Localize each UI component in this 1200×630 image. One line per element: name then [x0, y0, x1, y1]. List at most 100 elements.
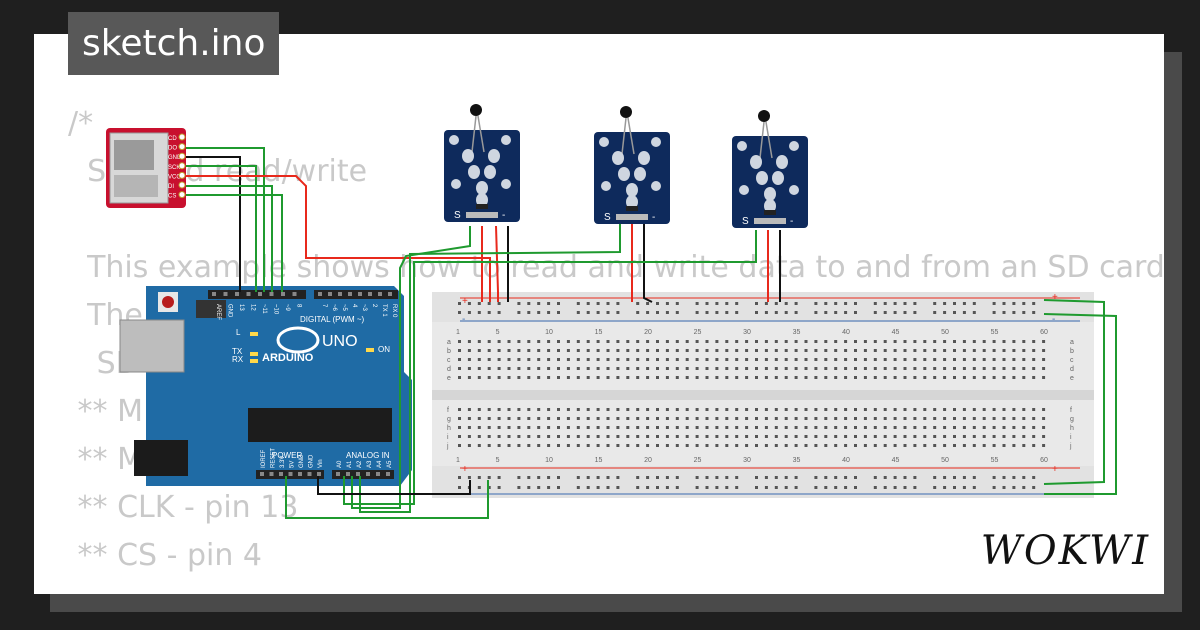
breadboard-hole[interactable]	[774, 435, 778, 438]
breadboard-hole[interactable]	[715, 476, 719, 479]
breadboard-hole[interactable]	[962, 426, 966, 429]
breadboard-hole[interactable]	[477, 417, 481, 420]
breadboard-hole[interactable]	[972, 349, 976, 352]
breadboard-hole[interactable]	[517, 376, 521, 379]
breadboard-hole[interactable]	[913, 349, 917, 352]
breadboard-hole[interactable]	[586, 340, 590, 343]
breadboard-hole[interactable]	[557, 349, 560, 352]
breadboard-hole[interactable]	[1022, 376, 1026, 379]
breadboard-hole[interactable]	[477, 340, 481, 343]
breadboard-hole[interactable]	[1042, 376, 1046, 379]
breadboard-hole[interactable]	[616, 376, 620, 379]
breadboard-hole[interactable]	[537, 408, 541, 411]
breadboard-hole[interactable]	[596, 349, 600, 352]
breadboard-hole[interactable]	[903, 349, 907, 352]
breadboard-hole[interactable]	[992, 367, 996, 370]
breadboard-hole[interactable]	[913, 476, 917, 479]
breadboard-hole[interactable]	[517, 476, 521, 479]
breadboard-hole[interactable]	[745, 367, 749, 370]
breadboard-hole[interactable]	[953, 444, 956, 447]
breadboard-hole[interactable]	[982, 435, 986, 438]
breadboard-hole[interactable]	[982, 444, 986, 447]
breadboard-hole[interactable]	[477, 426, 481, 429]
breadboard-hole[interactable]	[923, 349, 927, 352]
breadboard-hole[interactable]	[764, 486, 768, 489]
digital-pin[interactable]	[292, 292, 297, 296]
breadboard-hole[interactable]	[705, 476, 709, 479]
breadboard-hole[interactable]	[467, 444, 471, 447]
breadboard-hole[interactable]	[665, 376, 669, 379]
breadboard-hole[interactable]	[626, 376, 630, 379]
breadboard-hole[interactable]	[854, 486, 857, 489]
breadboard-hole[interactable]	[487, 444, 491, 447]
breadboard-hole[interactable]	[576, 435, 580, 438]
breadboard-hole[interactable]	[794, 426, 798, 429]
breadboard-hole[interactable]	[913, 435, 917, 438]
temperature-sensor[interactable]: S-	[732, 110, 808, 228]
breadboard-hole[interactable]	[745, 408, 749, 411]
breadboard-hole[interactable]	[675, 435, 679, 438]
breadboard-hole[interactable]	[537, 435, 541, 438]
breadboard-hole[interactable]	[824, 444, 828, 447]
breadboard-hole[interactable]	[685, 408, 689, 411]
breadboard-hole[interactable]	[962, 417, 966, 420]
breadboard-hole[interactable]	[933, 444, 937, 447]
breadboard-hole[interactable]	[725, 311, 729, 314]
breadboard-hole[interactable]	[507, 444, 511, 447]
breadboard-hole[interactable]	[547, 476, 551, 479]
breadboard-hole[interactable]	[497, 444, 501, 447]
breadboard-hole[interactable]	[735, 486, 739, 489]
breadboard-hole[interactable]	[854, 376, 857, 379]
breadboard-hole[interactable]	[487, 311, 491, 314]
breadboard-hole[interactable]	[596, 302, 600, 305]
breadboard-hole[interactable]	[705, 444, 709, 447]
breadboard-hole[interactable]	[636, 408, 640, 411]
breadboard-hole[interactable]	[646, 349, 650, 352]
breadboard-hole[interactable]	[458, 340, 461, 343]
breadboard-hole[interactable]	[814, 417, 818, 420]
breadboard-hole[interactable]	[537, 376, 541, 379]
breadboard-hole[interactable]	[992, 435, 996, 438]
breadboard-hole[interactable]	[527, 376, 531, 379]
breadboard-hole[interactable]	[586, 486, 590, 489]
breadboard-hole[interactable]	[517, 349, 521, 352]
breadboard-hole[interactable]	[646, 476, 650, 479]
breadboard-hole[interactable]	[943, 426, 947, 429]
breadboard-hole[interactable]	[814, 444, 818, 447]
breadboard-hole[interactable]	[467, 349, 471, 352]
breadboard-hole[interactable]	[685, 367, 689, 370]
breadboard-hole[interactable]	[566, 376, 570, 379]
breadboard-hole[interactable]	[893, 376, 897, 379]
breadboard-hole[interactable]	[962, 486, 966, 489]
breadboard-hole[interactable]	[933, 486, 937, 489]
breadboard-hole[interactable]	[873, 302, 877, 305]
digital-pin[interactable]	[378, 292, 382, 296]
breadboard-hole[interactable]	[1002, 444, 1006, 447]
breadboard-hole[interactable]	[705, 358, 709, 361]
breadboard-hole[interactable]	[576, 349, 580, 352]
breadboard-hole[interactable]	[1022, 444, 1026, 447]
breadboard-hole[interactable]	[557, 311, 560, 314]
digital-pin[interactable]	[388, 292, 392, 296]
breadboard-hole[interactable]	[992, 349, 996, 352]
breadboard-hole[interactable]	[636, 476, 640, 479]
breadboard-hole[interactable]	[616, 444, 620, 447]
breadboard-hole[interactable]	[685, 376, 689, 379]
breadboard-hole[interactable]	[873, 426, 877, 429]
breadboard-hole[interactable]	[477, 476, 481, 479]
breadboard-hole[interactable]	[913, 302, 917, 305]
breadboard-hole[interactable]	[814, 311, 818, 314]
breadboard-hole[interactable]	[774, 408, 778, 411]
breadboard-hole[interactable]	[1042, 426, 1046, 429]
breadboard-hole[interactable]	[715, 426, 719, 429]
breadboard-hole[interactable]	[537, 340, 541, 343]
breadboard-hole[interactable]	[764, 426, 768, 429]
breadboard-hole[interactable]	[774, 340, 778, 343]
breadboard-hole[interactable]	[873, 435, 877, 438]
breadboard-hole[interactable]	[705, 311, 709, 314]
breadboard-hole[interactable]	[517, 302, 521, 305]
breadboard-hole[interactable]	[834, 340, 838, 343]
breadboard-hole[interactable]	[566, 367, 570, 370]
breadboard-hole[interactable]	[1012, 311, 1016, 314]
breadboard-hole[interactable]	[616, 358, 620, 361]
